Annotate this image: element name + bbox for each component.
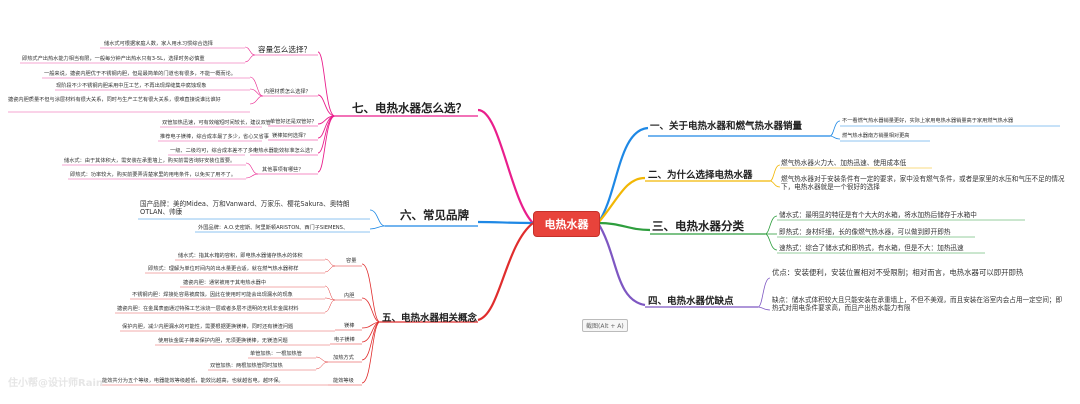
energy-label: 电热水器能效标准怎么选？ <box>253 148 316 154</box>
concept-heating-note-1: 单管加热：一根加热管 <box>250 351 302 357</box>
concept-liner-label: 内胆 <box>344 293 355 299</box>
central-topic[interactable]: 电热水器 <box>533 211 600 237</box>
timer-note: 双管加热迅速，可有效缩短时间较长，建议双管 <box>162 120 271 126</box>
brands-domestic: 国产品牌：美的Midea、万和Vanward、万家乐、樱花Sakura、奥特朗O… <box>140 200 350 217</box>
branch-types-instant: 即热式：身材纤细，长的像燃气热水器，可以做到即开即热 <box>779 228 951 236</box>
branch-why-note-2: 燃气热水器对于安装条件有一定的要求，家中没有燃气条件，或者是家里的水压和气压不足… <box>781 175 1065 192</box>
branch-types-fast: 速热式：综合了储水式和即热式，有水箱，但是不大：加热迅速 <box>779 244 964 252</box>
liner-note-1: 一般来说，搪瓷内胆优于不锈钢内胆，但是最简单的门道也有很多，不能一概而论。 <box>44 71 236 77</box>
branch-how-to-choose[interactable]: 七、电热水器怎么选？ <box>352 101 467 115</box>
timer-label: 单管好还是双管好？ <box>270 119 317 125</box>
liner-note-3: 搪瓷内胆质量不但与涂层材料有很大关系，同时与生产工艺有很大关系，很难直接说谁比谁… <box>8 97 221 103</box>
brands-foreign: 外国品牌：A.O.史密斯、阿里斯顿ARISTON、西门子SIEMENS、 <box>198 225 349 231</box>
liner-label: 内胆材质怎么选择？ <box>264 89 311 95</box>
branch-concepts[interactable]: 五、电热水器相关概念 <box>382 313 478 324</box>
concept-anode-note: 保护内胆，减少内胆漏水的可能性，需要根据更换镁棒，同时还有镁渣问题 <box>122 324 294 330</box>
branch-why[interactable]: 二、为什么选择电热水器 <box>648 170 753 181</box>
concept-heating-note-2: 双管加热：两根加热管同时加热 <box>210 363 283 369</box>
concept-capacity-note-2: 即热式：理解为单位时间内的出水量更合适，就在燃气热水器称样 <box>148 266 299 272</box>
screenshot-tooltip: 截图(Alt + A) <box>582 319 628 332</box>
concept-capacity-label: 容量 <box>346 258 357 264</box>
branch-sales[interactable]: 一、关于电热水器和燃气热水器销量 <box>650 121 803 132</box>
concept-liner-note-1: 搪瓷内胆：通常被用于其电热水器中 <box>183 280 267 286</box>
concept-efficiency-label: 能效等级 <box>333 378 354 384</box>
anode-label: 镁棒如何选择？ <box>272 133 309 139</box>
concept-liner-note-2: 不锈钢内胆：焊接处容易被腐蚀，因此在使用时可能会出现漏水的现象 <box>132 292 293 298</box>
branch-pros-cons[interactable]: 四、电热水器优缺点 <box>648 296 734 307</box>
branch-sales-note-2: 燃气热水器南方销量相对更高 <box>842 133 910 139</box>
other-note-1: 储水式：由于其体积大，需安装在承重墙上，购买前需咨询好安装位置要。 <box>64 158 236 164</box>
concept-liner-note-3: 搪瓷内胆：在金属表面通过特殊工艺涂烧一层或者多层不透明的无机非金属材料 <box>117 306 299 312</box>
energy-note: 一级、二级均可，综合成本差不了多少 <box>170 148 259 154</box>
concept-heating-label: 加热方式 <box>333 355 354 361</box>
anode-note: 推荐电子镁棒，综合成本最了多少，省心又省事 <box>160 134 269 140</box>
liner-note-2: 现阶段不少不锈钢内胆采用中压工艺，不再出现焊缝集中腐蚀现象 <box>56 83 207 89</box>
capacity-note-2: 即热式产出热水能力相当有限，一般每分钟产出热水只有3-5L，选择时务必慎重 <box>22 56 205 62</box>
branch-types-storage: 储水式：最明显的特征是有个大大的水箱，将水加热后储存于水箱中 <box>779 211 977 219</box>
concept-e-anode-label: 电子镁棒 <box>334 337 355 343</box>
branch-sales-note-1: 不一看燃气热水器销量更好，实际上家用电热水器销量高于家用燃气热水器 <box>842 118 1014 124</box>
capacity-note-1: 储水式可根据家庭人数，家人用水习惯综合选择 <box>104 41 213 47</box>
other-note-2: 即热式：功率较大，购买前要弄清楚家里的用电条件，以免买了用不了。 <box>70 172 237 178</box>
branch-pros: 优点：安装便利，安装位置相对不受限制；相对而言，电热水器可以即开即热 <box>772 268 1024 277</box>
concept-capacity-note-1: 储水式：指其水箱的容积，即电热水器储存热水的体积 <box>178 253 303 259</box>
branch-types[interactable]: 三、电热水器分类 <box>652 219 744 233</box>
concept-efficiency-note: 能效共分为五个等级，电器能效等级越低，能效比越高，也就越省电，越环保。 <box>102 378 284 384</box>
watermark: 住小帮@设计师Rain <box>8 378 103 389</box>
other-label: 其他事项有哪些？ <box>262 167 304 173</box>
branch-brands[interactable]: 六、常见品牌 <box>400 208 469 222</box>
branch-cons: 缺点：储水式体积较大且只能安装在承重墙上，不但不美观，而且安装在浴室内会占用一定… <box>772 296 1063 313</box>
concept-e-anode-note: 使用钛金属子棒来保护内胆，无须更换镁棒，无镁渣问题 <box>158 338 288 344</box>
capacity-label: 容量怎么选择？ <box>258 45 312 54</box>
branch-why-note-1: 燃气热水器火力大、加热迅速、使用成本低 <box>781 159 907 167</box>
concept-anode-label: 镁棒 <box>344 323 355 329</box>
